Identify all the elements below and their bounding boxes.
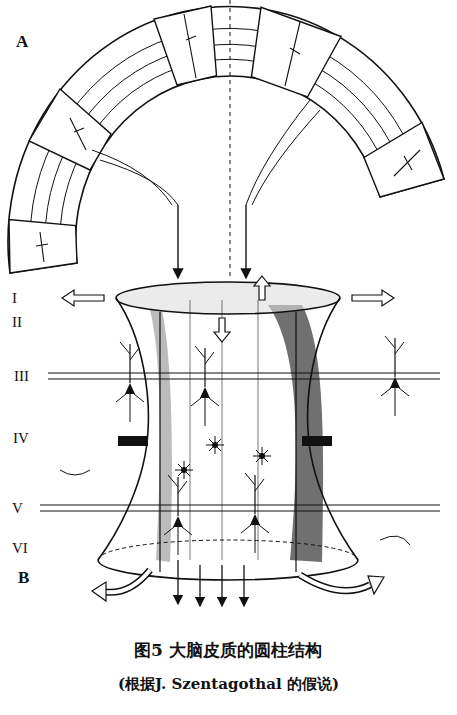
panel-label: B	[16, 568, 31, 588]
cortical-column	[40, 276, 440, 606]
layer-label: I	[10, 289, 19, 307]
pyramidal-cell	[164, 475, 192, 555]
pyramidal-cell	[191, 346, 219, 426]
pyramidal-cell	[116, 342, 144, 422]
layer-label: VI	[10, 539, 30, 557]
arch-band	[8, 7, 444, 273]
layer-line	[48, 379, 440, 380]
cortex-arch	[8, 0, 444, 278]
curved-arrow-head	[368, 576, 384, 594]
pyramidal-cell	[241, 473, 269, 553]
stellate-cell	[206, 436, 224, 454]
stellate-cell	[253, 447, 271, 465]
layer-line	[40, 505, 440, 506]
curved-arrow	[105, 570, 150, 592]
layer-line	[40, 511, 440, 512]
block-neuron	[36, 14, 420, 262]
vertical-fibers	[190, 300, 258, 560]
layer-line	[48, 373, 440, 374]
layer-label: III	[12, 367, 31, 385]
hollow-arrow	[62, 290, 104, 306]
column-top	[116, 282, 340, 314]
efferent-arrow	[199, 565, 200, 606]
efferent-arrow	[243, 565, 244, 606]
caption-note: (根据J. Szentagothal 的假说)	[116, 675, 341, 693]
panel-label: A	[14, 32, 30, 52]
layer-label: V	[10, 499, 25, 517]
column-block	[29, 89, 111, 170]
afferent-bar	[118, 436, 148, 446]
layer-label: II	[10, 313, 24, 331]
curved-arrow-head	[92, 582, 106, 601]
inner-cylinder	[159, 312, 160, 572]
projection-arrow	[245, 205, 246, 278]
figure-caption: 图5 大脑皮质的圆柱结构	[132, 640, 324, 660]
pyramidal-cell	[381, 336, 409, 416]
curved-arrow	[300, 575, 370, 591]
hollow-arrow	[254, 276, 270, 300]
fiber-arc	[61, 59, 377, 224]
column-bottom	[98, 540, 358, 560]
afferent-bar	[302, 436, 332, 446]
fiber-bundle	[92, 100, 320, 205]
column-bottom	[98, 560, 358, 580]
projection-arrow	[177, 205, 178, 278]
curved-arrow	[105, 570, 150, 592]
curved-arrow	[300, 575, 370, 591]
column-side	[98, 298, 148, 560]
hollow-arrow	[352, 290, 394, 306]
efferent-arrow	[221, 565, 222, 606]
column-side	[308, 298, 358, 560]
layer-label: IV	[11, 429, 31, 447]
midline	[230, 0, 231, 276]
column-block	[364, 123, 444, 198]
collateral-fiber	[60, 470, 410, 545]
column-block	[9, 220, 77, 274]
hollow-arrow	[214, 318, 230, 342]
inner-cylinder	[295, 312, 296, 572]
efferent-arrow	[177, 560, 178, 604]
column-shading	[150, 310, 172, 562]
